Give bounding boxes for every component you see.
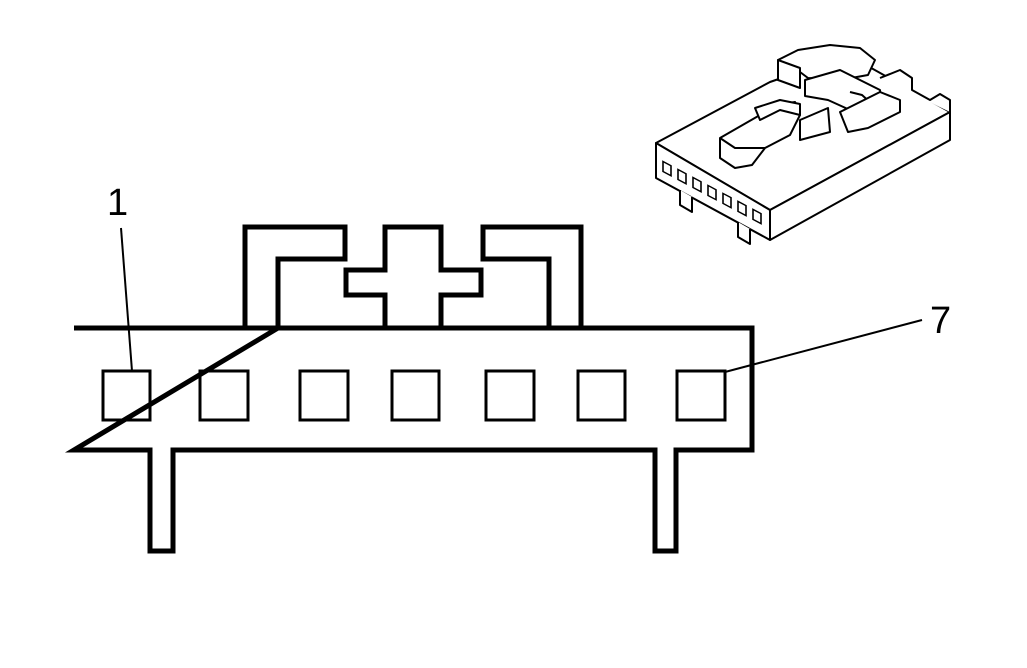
iso-pin-hole-4: [707, 184, 717, 201]
iso-rail-2: [839, 91, 901, 133]
pin-cavity-7: [675, 369, 727, 422]
iso-pin-hole-3: [692, 176, 702, 193]
iso-ridge: [879, 69, 951, 112]
iso-rail-1: [799, 107, 831, 141]
pin-cavity-3: [298, 369, 350, 422]
leader-line-pin-1: [120, 227, 133, 372]
pin-cavities: [101, 369, 727, 422]
leader-line-pin-7: [724, 319, 923, 373]
pin-1-label: 1: [107, 182, 128, 224]
pin-7-label: 7: [930, 300, 951, 342]
pin-cavity-1: [101, 369, 152, 422]
connector-body-outline: [64, 224, 755, 554]
pin-cavity-6: [576, 369, 627, 422]
iso-lever-edge: [719, 137, 765, 149]
iso-pin-hole-5: [722, 192, 732, 209]
iso-lever-top: [754, 99, 801, 121]
iso-pin-hole-7: [752, 208, 762, 225]
iso-pin-holes: [662, 160, 762, 225]
iso-pin-hole-1: [662, 160, 672, 178]
pin-cavity-2: [198, 369, 250, 422]
iso-foot-right: [737, 222, 751, 245]
iso-latch-tower: [777, 59, 801, 89]
pin-cavity-4: [390, 369, 441, 422]
iso-foot-left: [679, 190, 693, 213]
connector-front-view: [64, 224, 755, 554]
iso-pin-hole-6: [737, 200, 747, 217]
iso-right-face: [769, 111, 951, 241]
pin-cavity-5: [484, 369, 536, 422]
connector-isometric-illustration: [655, 44, 951, 245]
iso-pin-hole-2: [677, 168, 687, 185]
